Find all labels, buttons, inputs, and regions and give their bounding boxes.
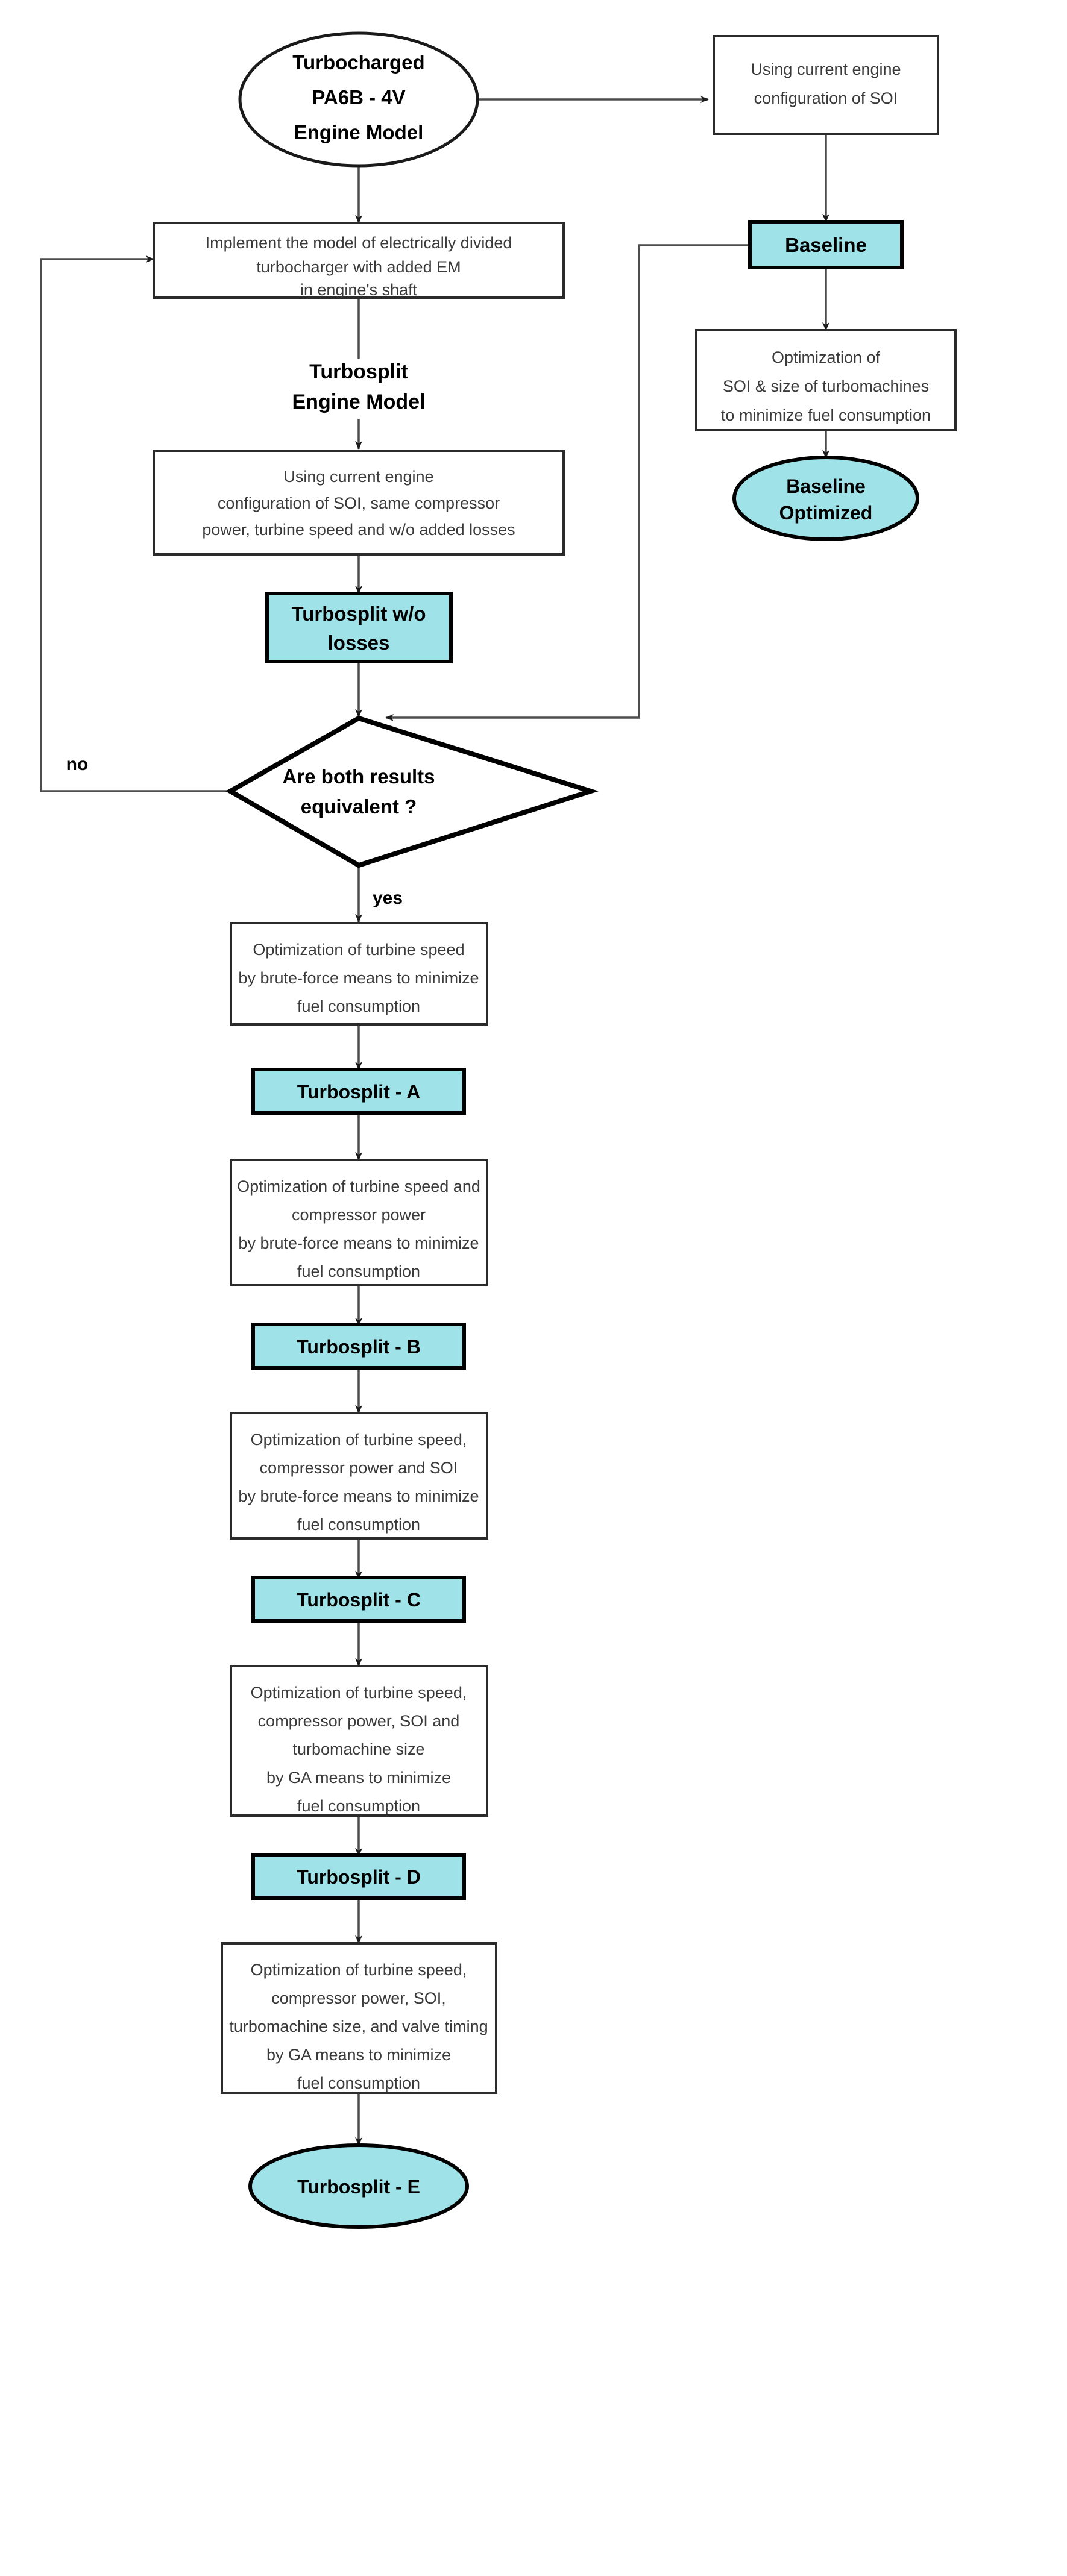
node-turbosplit-wo-losses[interactable]: Turbosplit w/o losses (265, 592, 453, 663)
label-turbosplit-engine-model-line-1: Turbosplit (309, 360, 408, 383)
node-result-b[interactable]: Turbosplit - B (251, 1323, 466, 1370)
node-turbosplit-config[interactable]: Using current engine configuration of SO… (153, 450, 565, 556)
node-baseline-config[interactable]: Using current engine configuration of SO… (713, 35, 939, 135)
node-result-d[interactable]: Turbosplit - D (251, 1853, 466, 1900)
node-opt-e[interactable]: Optimization of turbine speed, compresso… (221, 1942, 497, 2094)
node-turbosplit-config-line-3: power, turbine speed and w/o added losse… (202, 521, 515, 539)
node-turbosplit-wo-losses-line-1: Turbosplit w/o (291, 603, 426, 625)
node-opt-a-line-3: fuel consumption (297, 997, 420, 1015)
node-opt-c-line-1: Optimization of turbine speed, (251, 1431, 467, 1449)
edge-label-yes: yes (373, 888, 403, 908)
node-baseline-config-line-2: configuration of SOI (754, 89, 898, 107)
node-start-line-3: Engine Model (294, 121, 424, 143)
node-opt-b-line-3: by brute-force means to minimize (238, 1234, 479, 1252)
node-opt-a-line-2: by brute-force means to minimize (238, 969, 479, 987)
node-baseline-optimized-line-1: Baseline (786, 475, 866, 497)
edge-baseline-to-decision (385, 244, 771, 721)
node-result-e-label: Turbosplit - E (297, 2176, 420, 2198)
node-result-a[interactable]: Turbosplit - A (251, 1068, 466, 1115)
node-opt-c-line-3: by brute-force means to minimize (238, 1487, 479, 1505)
label-turbosplit-engine-model: Turbosplit Engine Model (292, 360, 426, 413)
node-opt-d-line-1: Optimization of turbine speed, (251, 1684, 467, 1702)
node-implement-model-line-1: Implement the model of electrically divi… (206, 234, 512, 252)
node-turbosplit-config-line-1: Using current engine (283, 468, 433, 486)
node-baseline-config-line-1: Using current engine (751, 60, 901, 78)
node-baseline-label: Baseline (785, 234, 867, 256)
node-opt-d-line-3: turbomachine size (292, 1740, 424, 1758)
node-opt-b-line-1: Optimization of turbine speed and (237, 1177, 480, 1196)
node-start-line-2: PA6B - 4V (312, 86, 405, 108)
node-opt-a-line-1: Optimization of turbine speed (253, 941, 464, 959)
node-opt-e-line-1: Optimization of turbine speed, (251, 1961, 467, 1979)
node-implement-model-line-2: turbocharger with added EM (256, 258, 461, 276)
node-opt-e-line-2: compressor power, SOI, (271, 1989, 446, 2007)
node-baseline-optimization-line-3: to minimize fuel consumption (721, 406, 931, 424)
node-implement-model-line-3: in engine's shaft (300, 281, 418, 299)
node-result-b-label: Turbosplit - B (297, 1336, 421, 1358)
node-opt-e-line-3: turbomachine size, and valve timing (229, 2017, 488, 2035)
node-opt-d-line-4: by GA means to minimize (266, 1769, 451, 1787)
node-opt-d[interactable]: Optimization of turbine speed, compresso… (230, 1665, 488, 1817)
node-opt-e-line-4: by GA means to minimize (266, 2046, 451, 2064)
node-implement-model[interactable]: Implement the model of electrically divi… (153, 222, 565, 299)
node-result-e[interactable]: Turbosplit - E (248, 2143, 469, 2229)
node-turbosplit-config-line-2: configuration of SOI, same compressor (218, 494, 500, 512)
node-result-d-label: Turbosplit - D (297, 1866, 421, 1888)
node-opt-e-line-5: fuel consumption (297, 2074, 420, 2092)
connectors (40, 96, 829, 2146)
node-opt-d-line-5: fuel consumption (297, 1797, 420, 1815)
node-baseline-optimization-line-2: SOI & size of turbomachines (723, 377, 929, 395)
edge-no-loop (40, 255, 230, 792)
node-opt-b-line-2: compressor power (292, 1206, 426, 1224)
node-decision-line-1: Are both results (282, 765, 435, 788)
node-start-line-1: Turbocharged (292, 51, 424, 74)
node-baseline[interactable]: Baseline (748, 220, 904, 269)
node-opt-b[interactable]: Optimization of turbine speed and compre… (230, 1159, 488, 1286)
node-decision[interactable]: Are both results equivalent ? (225, 715, 599, 868)
node-baseline-optimized-line-2: Optimized (779, 502, 873, 524)
edge-label-no: no (66, 754, 89, 774)
node-opt-c[interactable]: Optimization of turbine speed, compresso… (230, 1412, 488, 1540)
node-baseline-optimization-line-1: Optimization of (772, 348, 881, 366)
node-start[interactable]: Turbocharged PA6B - 4V Engine Model (238, 31, 479, 168)
node-opt-c-line-4: fuel consumption (297, 1515, 420, 1534)
node-turbosplit-wo-losses-line-2: losses (328, 631, 390, 654)
node-opt-c-line-2: compressor power and SOI (260, 1459, 458, 1477)
node-decision-line-2: equivalent ? (301, 795, 417, 818)
node-opt-a[interactable]: Optimization of turbine speed by brute-f… (230, 922, 488, 1026)
label-turbosplit-engine-model-line-2: Engine Model (292, 390, 426, 413)
node-opt-d-line-2: compressor power, SOI and (258, 1712, 460, 1730)
node-opt-b-line-4: fuel consumption (297, 1262, 420, 1280)
node-baseline-optimization[interactable]: Optimization of SOI & size of turbomachi… (695, 329, 957, 431)
node-result-c-label: Turbosplit - C (297, 1589, 421, 1611)
node-baseline-optimized[interactable]: Baseline Optimized (732, 456, 919, 541)
node-result-a-label: Turbosplit - A (297, 1081, 420, 1103)
node-result-c[interactable]: Turbosplit - C (251, 1576, 466, 1623)
